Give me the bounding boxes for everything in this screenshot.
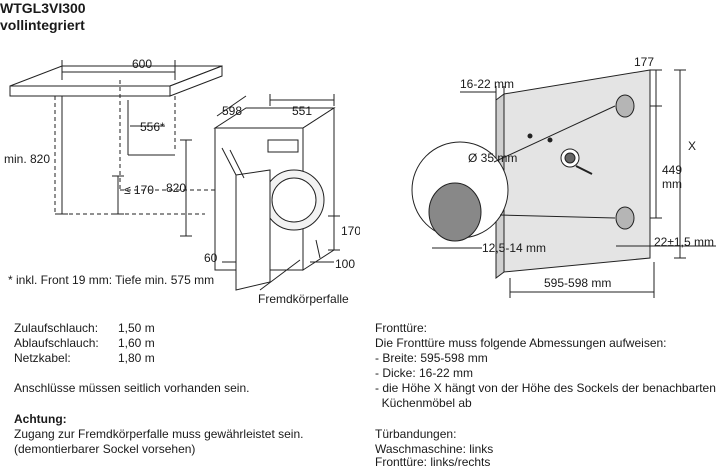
front-door-diagram: 16-22 mm 177 X 449 mm Ø 35 mm 12,5-14 mm… <box>411 55 716 298</box>
spec-row: Zulaufschlauch:1,50 m <box>14 321 155 335</box>
hinges-door: Fronttüre: links/rechts <box>375 455 491 469</box>
dim-551: 551 <box>292 104 312 118</box>
spec-row: Ablaufschlauch:1,60 m <box>14 336 155 350</box>
spec-list: Zulaufschlauch:1,50 m Ablaufschlauch:1,6… <box>14 321 155 366</box>
spec-row: Netzkabel:1,80 m <box>14 351 155 365</box>
front-door-item: - die Höhe X hängt von der Höhe des Sock… <box>375 381 716 395</box>
connections-note: Anschlüsse müssen seitlich vorhanden sei… <box>14 381 250 395</box>
callout-filter-trap: Fremdkörperfalle <box>258 292 349 306</box>
dim-100: 100 <box>335 257 355 271</box>
front-door-item: Küchenmöbel ab <box>375 396 472 410</box>
dim-min-820: min. 820 <box>4 152 50 166</box>
front-door-item: - Dicke: 16-22 mm <box>375 366 474 380</box>
footnote-depth: * inkl. Front 19 mm: Tiefe min. 575 mm <box>8 273 215 287</box>
dim-820: 820 <box>166 181 186 195</box>
hinges-title: Türbandungen: <box>375 427 457 441</box>
front-door-title: Fronttüre: <box>375 321 428 335</box>
dim-598: 598 <box>222 104 242 118</box>
dim-door-width: 595-598 mm <box>544 276 611 290</box>
dim-hole-diameter: Ø 35 mm <box>468 151 517 165</box>
dim-thickness: 16-22 mm <box>460 77 514 91</box>
dim-le-170: ≤ 170 <box>124 183 154 197</box>
dim-170-right: 170 <box>341 224 360 238</box>
hinges-washer: Waschmaschine: links <box>375 442 494 456</box>
dim-hole-depth: 12,5-14 mm <box>482 241 546 255</box>
dim-x: X <box>688 139 696 153</box>
dim-556: 556* <box>140 120 165 134</box>
warning-title: Achtung: <box>14 412 67 426</box>
front-door-item: - Breite: 595-598 mm <box>375 351 488 365</box>
dim-offset: 22±1,5 mm <box>654 235 714 249</box>
model-title: WTGL3VI300 <box>0 0 86 16</box>
installation-niche-diagram: 600 556* min. 820 ≤ 170 820 598 551 170 … <box>4 57 360 306</box>
dim-449: 449 <box>662 163 682 177</box>
model-subtitle: vollintegriert <box>0 17 85 33</box>
dim-600: 600 <box>132 57 152 71</box>
warning-line-1: Zugang zur Fremdkörperfalle muss gewährl… <box>14 427 304 441</box>
dim-177: 177 <box>634 55 654 69</box>
front-door-intro: Die Fronttüre muss folgende Abmessungen … <box>375 336 667 350</box>
dim-60: 60 <box>204 251 218 265</box>
dim-449-unit: mm <box>662 177 682 191</box>
warning-line-2: (demontierbarer Sockel vorsehen) <box>14 442 196 456</box>
